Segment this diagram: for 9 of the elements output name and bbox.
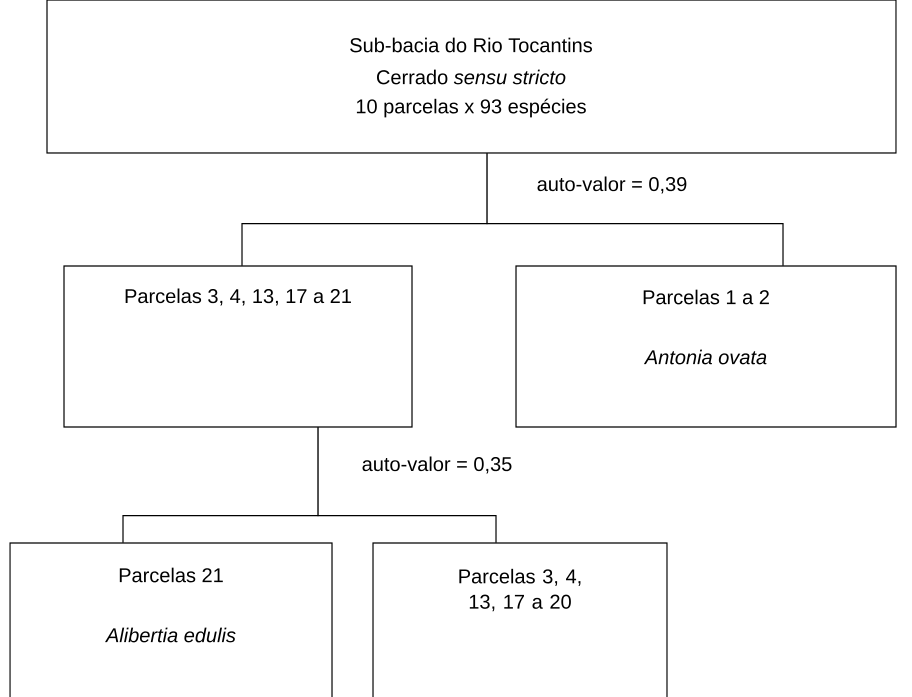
edge-label: auto-valor = 0,39 bbox=[535, 175, 689, 195]
group-box: Parcelas 21 Alibertia edulis bbox=[9, 542, 333, 697]
group-box: Sub-bacia do Rio Tocantins Cerrado sensu stricto 10 parcelas x 93 espécies bbox=[46, 0, 897, 154]
group-box: Parcelas 1 a 2 Antonia ovata bbox=[515, 265, 897, 428]
group-box: Parcelas 3, 4, 13, 17 a 21 bbox=[63, 265, 413, 428]
group-box: Parcelas 3, 4, 13, 17 a 20 bbox=[372, 542, 668, 697]
connector-line bbox=[317, 428, 497, 542]
edge-label: auto-valor = 0,35 bbox=[360, 455, 514, 475]
connector-line bbox=[486, 154, 784, 266]
